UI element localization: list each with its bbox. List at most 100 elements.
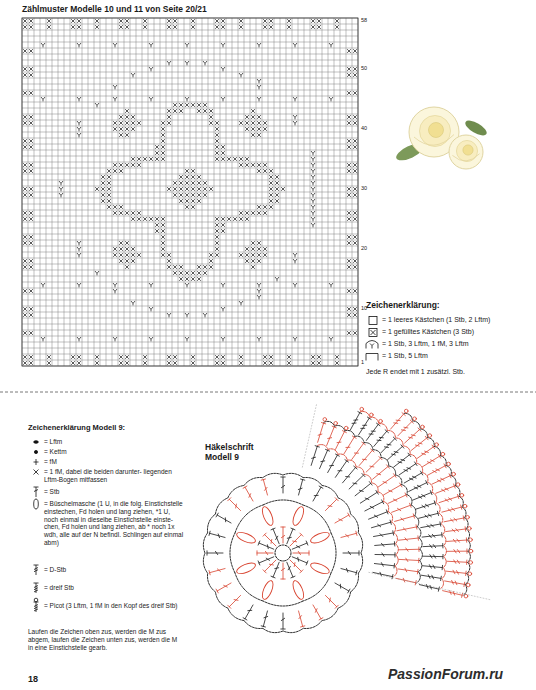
- legend-text: = fM: [44, 458, 184, 466]
- filled-cell: [95, 25, 99, 29]
- chain-loop: [215, 498, 227, 514]
- arch-cell: [113, 337, 117, 341]
- arch-cell: [257, 97, 261, 101]
- picot: [435, 443, 439, 447]
- stitch: [335, 460, 348, 478]
- arch-cell: [113, 283, 117, 287]
- stitch: [318, 423, 326, 443]
- chain-loop: [360, 411, 369, 417]
- arch-cell: [293, 337, 297, 341]
- stitch: [417, 445, 435, 458]
- filled-cell: [275, 193, 279, 197]
- chain-loop: [347, 460, 356, 467]
- filled-cell: [119, 253, 123, 257]
- arch-cell: [149, 337, 153, 341]
- filled-cell: [167, 361, 171, 365]
- legend-text: = Lftm: [44, 438, 184, 446]
- chain-loop: [283, 628, 303, 632]
- filled-cell: [191, 169, 195, 173]
- filled-cell: [347, 259, 351, 263]
- arch-cell: [149, 43, 153, 47]
- filled-cell: [131, 121, 135, 125]
- filled-cell: [275, 181, 279, 185]
- stitch: [405, 428, 421, 443]
- filled-cell: [251, 109, 255, 113]
- legend-text: = Kettm: [44, 448, 184, 456]
- filled-cell: [209, 109, 213, 113]
- cluster-symbol: [34, 499, 39, 509]
- filled-cell: [29, 313, 33, 317]
- filled-cell: [29, 355, 33, 359]
- filled-cell: [269, 175, 273, 179]
- chain-loop: [395, 555, 398, 566]
- grid-line: [22, 144, 358, 145]
- arch-cell: [59, 193, 63, 197]
- crochet-chart: [203, 404, 489, 633]
- filled-cell: [353, 211, 357, 215]
- filled-cell: [347, 241, 351, 245]
- stitch: [243, 486, 253, 501]
- arch-cell: [311, 151, 315, 155]
- filled-cell: [245, 259, 249, 263]
- filled-cell: [233, 217, 237, 221]
- filled-cell: [197, 271, 201, 275]
- stitch: [358, 417, 371, 435]
- grid-line: [22, 330, 358, 331]
- filled-cell: [167, 355, 171, 359]
- filled-cell: [215, 157, 219, 161]
- arch-cell: [113, 97, 117, 101]
- picot: [413, 417, 417, 421]
- filled-cell: [173, 19, 177, 23]
- filled-cell: [29, 307, 33, 311]
- arch-cell: [311, 175, 315, 179]
- filled-cell: [203, 103, 207, 107]
- arch-cell: [185, 337, 189, 341]
- filled-cell: [29, 67, 33, 71]
- rose-petal: [414, 135, 454, 146]
- filled-cell: [161, 145, 165, 149]
- filled-cell: [119, 259, 123, 263]
- filled-cell: [29, 49, 33, 53]
- chain-loop: [203, 533, 207, 553]
- filled-cell: [23, 217, 27, 221]
- picot: [379, 419, 383, 423]
- watermark: PassionForum.ru: [388, 666, 503, 683]
- stitch: [343, 466, 358, 483]
- grid-line: [22, 102, 358, 103]
- filled-cell: [179, 109, 183, 113]
- stitch-symbol: [34, 565, 39, 575]
- filled-cell: [179, 181, 183, 185]
- filled-cell: [191, 175, 195, 179]
- stitch: [341, 568, 357, 574]
- stitch: [228, 498, 241, 511]
- grid-line: [22, 132, 358, 133]
- stitch: [397, 525, 417, 531]
- arch-cell: [113, 85, 117, 89]
- stitch: [411, 436, 428, 450]
- filled-cell: [281, 187, 285, 191]
- filled-cell: [119, 121, 123, 125]
- filled-cell: [107, 175, 111, 179]
- stitch: [419, 585, 439, 592]
- stitch: [328, 454, 340, 473]
- filled-cell: [263, 361, 267, 365]
- stitch: [359, 449, 374, 466]
- arch-cell: [293, 283, 297, 287]
- grid-line: [22, 42, 358, 43]
- grid-line: [22, 222, 358, 223]
- filled-cell: [161, 151, 165, 155]
- legend-text: = 1 leeres Kästchen (1 Stb, 2 Lftm): [382, 316, 532, 324]
- chain-loop: [228, 608, 244, 620]
- filled-cell: [23, 49, 27, 53]
- grid-line: [22, 120, 358, 121]
- arch-cell: [77, 97, 81, 101]
- filled-cell: [125, 121, 129, 125]
- row-number: 30: [361, 185, 367, 192]
- grid-line: [22, 288, 358, 289]
- filled-cell: [191, 199, 195, 203]
- filled-cell: [149, 217, 153, 221]
- filled-cell: [137, 253, 141, 257]
- filled-cell: [29, 73, 33, 77]
- filled-cell: [245, 217, 249, 221]
- chain-loop: [228, 485, 244, 497]
